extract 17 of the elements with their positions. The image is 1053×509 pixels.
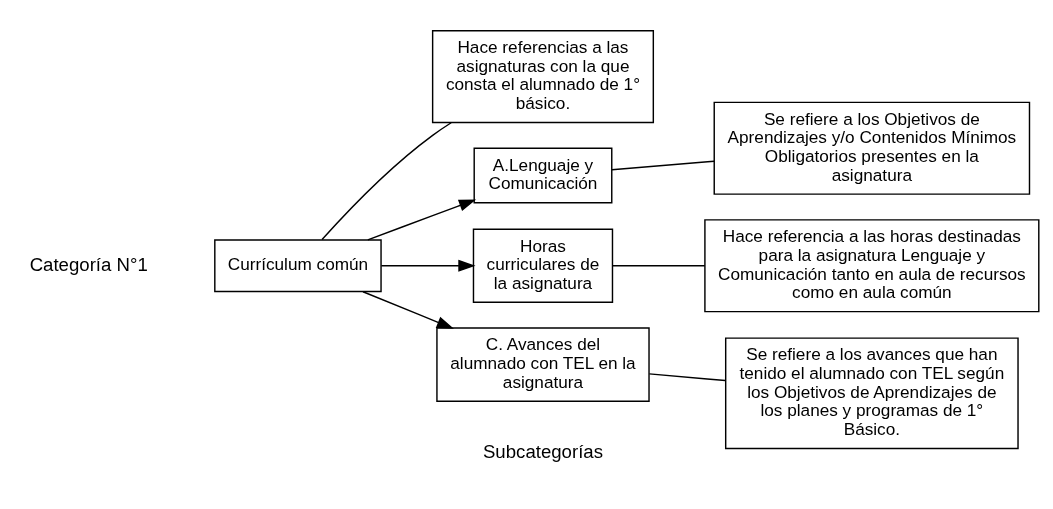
node-box: Horas curriculares de la asignatura [472,228,614,303]
connector [611,160,715,171]
node-box: A.Lenguaje y Comunicación [473,147,613,203]
arrow [367,199,477,241]
arrow [380,259,476,272]
arrow [362,290,454,329]
node-box: Currículum común [214,238,382,292]
label: Categoría N°1 [29,253,148,275]
node-box: Hace referencia a las horas destinadas para la asignatura Lenguaje y Comunicación tanto en aula de recursos como en aula común [704,218,1040,312]
connector [648,372,726,381]
node-box: Hace referencias a las asignaturas con la que consta el alumnado de 1° básico. [431,29,655,123]
connector [321,121,452,240]
connector [612,264,706,266]
node-box: Se refiere a los Objetivos de Aprendizajes y/o Contenidos Mínimos Obligatorios presentes en la asignatura [713,101,1031,195]
node-box: C. Avances del alumnado con TEL en la asignatura [436,326,650,402]
node-box: Se refiere a los avances que han tenido el alumnado con TEL según los Objetivos de Aprendizajes de los planes y programas de 1° Básico. [724,336,1019,449]
label: Subcategorías [482,440,603,462]
